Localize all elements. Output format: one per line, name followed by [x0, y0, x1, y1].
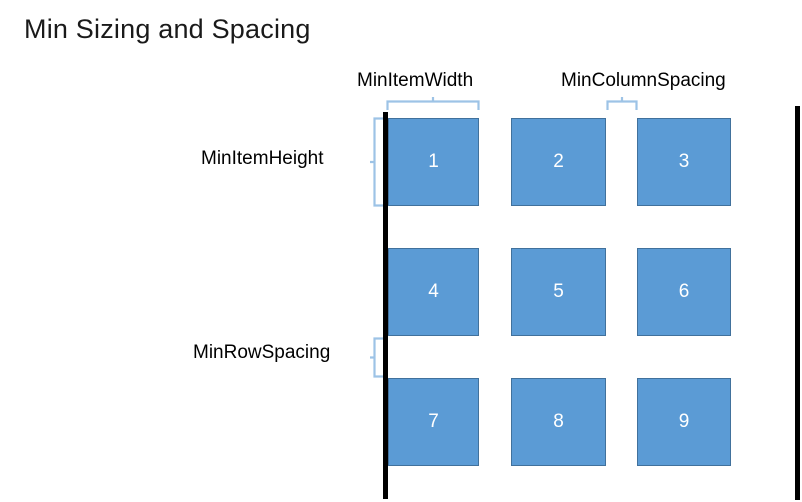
label-min-item-height: MinItemHeight: [201, 148, 324, 169]
label-min-column-spacing: MinColumnSpacing: [561, 70, 726, 91]
grid-item[interactable]: 1: [388, 118, 479, 206]
label-min-item-width: MinItemWidth: [357, 70, 474, 91]
bracket-min-item-width: [386, 97, 480, 111]
page-title: Min Sizing and Spacing: [24, 14, 311, 44]
grid-item[interactable]: 7: [388, 378, 479, 466]
grid-item[interactable]: 3: [637, 118, 731, 206]
grid-item[interactable]: 4: [388, 248, 479, 336]
bracket-min-column-spacing: [606, 97, 638, 111]
grid-item[interactable]: 5: [511, 248, 606, 336]
grid-item[interactable]: 9: [637, 378, 731, 466]
grid-item[interactable]: 6: [637, 248, 731, 336]
bracket-min-item-height: [370, 117, 384, 207]
grid-item[interactable]: 2: [511, 118, 606, 206]
bracket-min-row-spacing: [370, 337, 384, 378]
label-min-row-spacing: MinRowSpacing: [193, 342, 331, 363]
grid-item[interactable]: 8: [511, 378, 606, 466]
right-boundary-guide-bar: [795, 106, 800, 500]
left-boundary-guide-bar: [383, 112, 388, 499]
